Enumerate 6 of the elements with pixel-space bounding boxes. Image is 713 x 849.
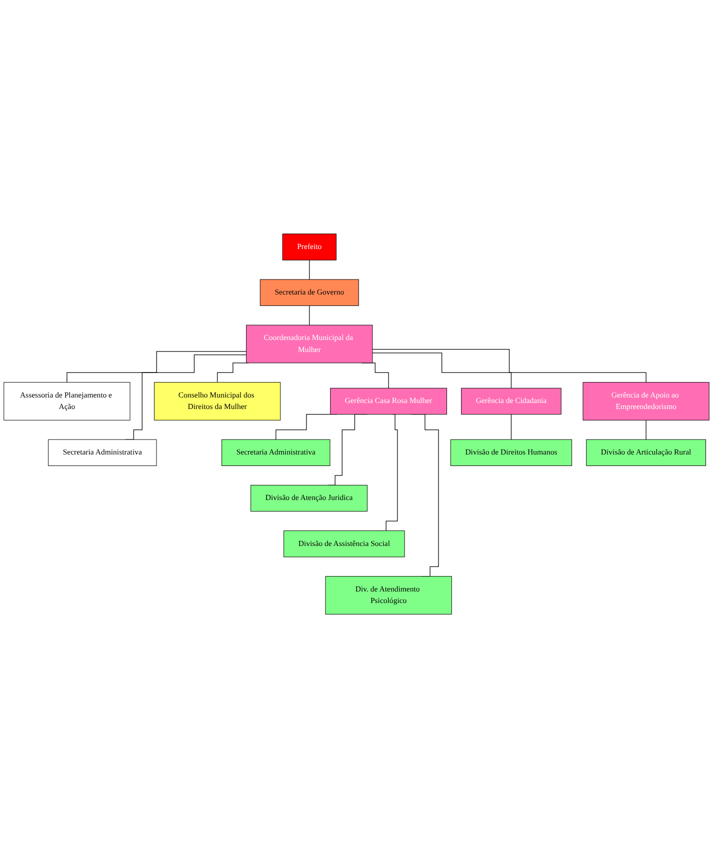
connector [309, 306, 310, 326]
connector [309, 260, 310, 280]
connector [372, 353, 512, 389]
connector [372, 350, 646, 384]
connector [510, 414, 512, 440]
connector [66, 352, 247, 384]
